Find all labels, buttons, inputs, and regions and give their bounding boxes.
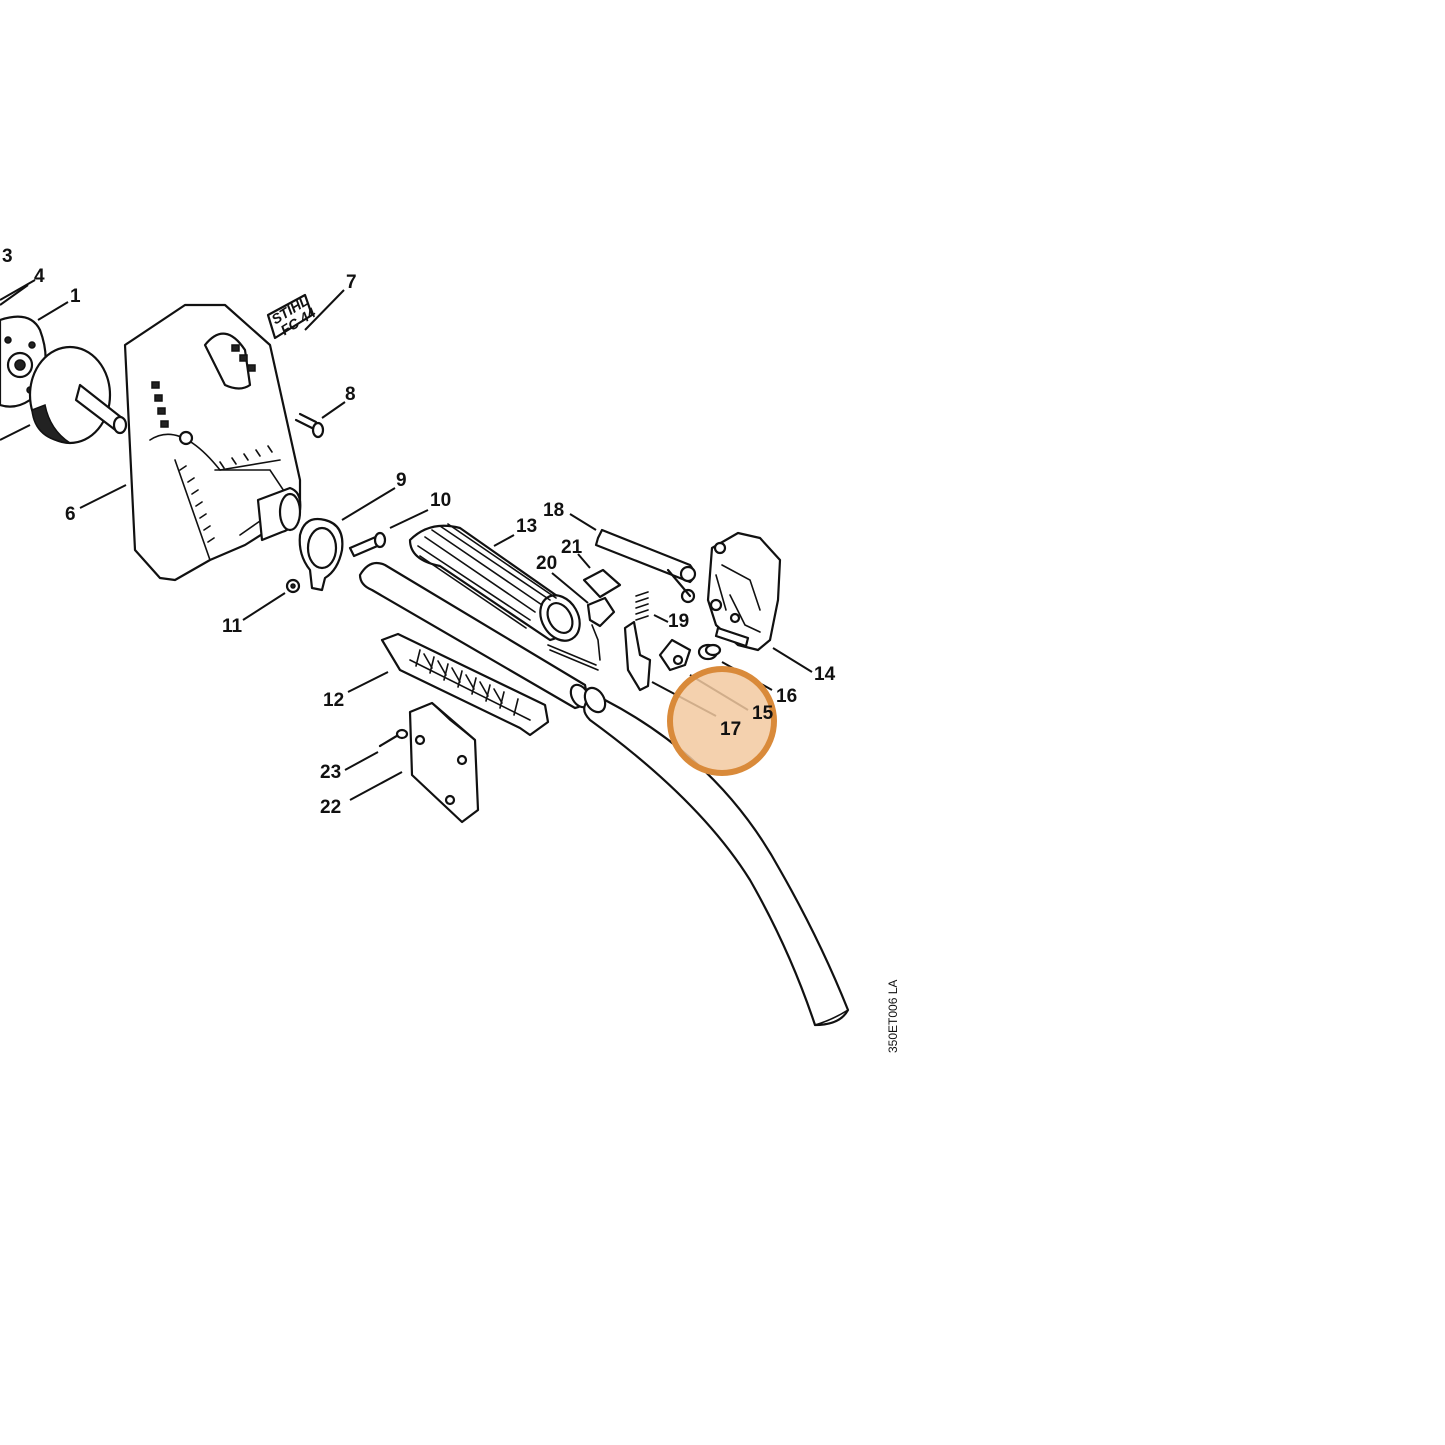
callout-8[interactable]: 8: [345, 384, 356, 405]
part-14-handle-housing: [706, 531, 782, 652]
part-12-handle-half: [380, 632, 550, 737]
part-21-clip: [582, 568, 622, 599]
callout-10[interactable]: 10: [430, 490, 451, 511]
part-11-nut: [285, 578, 301, 594]
callout-14[interactable]: 14: [814, 664, 836, 685]
callout-18[interactable]: 18: [543, 500, 564, 521]
callout-16[interactable]: 16: [776, 686, 797, 707]
part-22-cover-plate: [408, 701, 480, 824]
part-23-screw: [378, 728, 409, 748]
part-6-housing: [123, 303, 302, 582]
drawing-number: 350ET006 LA: [886, 980, 900, 1053]
callout-4[interactable]: 4: [34, 266, 45, 287]
callout-15[interactable]: 15: [752, 703, 774, 724]
part-7-logo-plate: STIHL FC 44: [266, 292, 319, 340]
clutch-drum: [28, 345, 128, 445]
callout-20[interactable]: 20: [536, 553, 557, 574]
callout-23[interactable]: 23: [320, 762, 341, 783]
part-10-screw: [348, 531, 387, 558]
throttle-trigger: [623, 620, 692, 692]
callout-6[interactable]: 6: [65, 504, 76, 525]
callout-22[interactable]: 22: [320, 797, 341, 818]
part-8-screw: [294, 412, 325, 439]
callout-3[interactable]: 3: [2, 246, 13, 267]
callouts: 3 4 1 7 8 6 9 10 13 18 21 20 19 11 14 16…: [2, 246, 836, 818]
part-16-torsion-spring: [697, 643, 722, 661]
callout-11[interactable]: 11: [222, 616, 243, 637]
part-20-switch: [547, 596, 616, 671]
callout-21[interactable]: 21: [561, 537, 583, 558]
callout-19[interactable]: 19: [668, 611, 689, 632]
callout-12[interactable]: 12: [323, 690, 344, 711]
callout-13[interactable]: 13: [516, 516, 537, 537]
part-13-grip-sleeve: [408, 523, 581, 642]
callout-7[interactable]: 7: [346, 272, 357, 293]
part-18-throttle-rod: [594, 528, 697, 604]
part-9-clamp: [298, 517, 344, 592]
callout-1[interactable]: 1: [70, 286, 81, 307]
callout-9[interactable]: 9: [396, 470, 407, 491]
part-19-spring: [635, 591, 649, 621]
callout-17[interactable]: 17: [720, 719, 741, 740]
highlight-circle: [667, 666, 777, 776]
